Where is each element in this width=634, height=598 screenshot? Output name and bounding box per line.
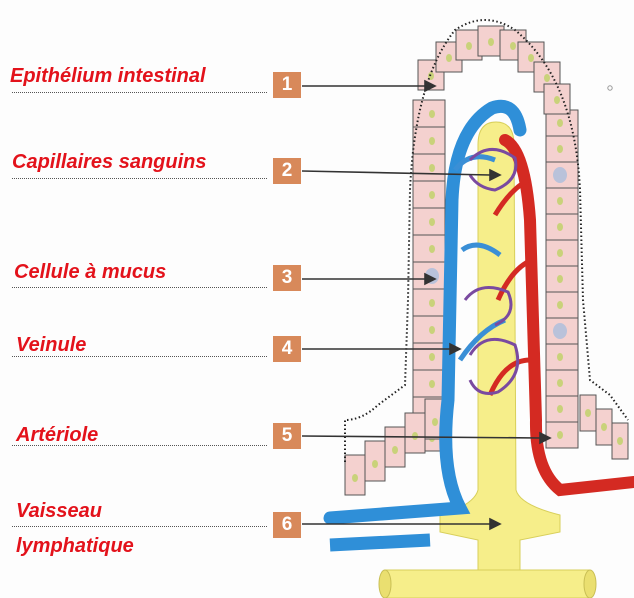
cell-nucleus [510,42,516,50]
cell-nucleus [372,460,378,468]
cell-nucleus [429,353,435,361]
leader-dots-1 [12,92,267,93]
cell-nucleus [617,437,623,445]
epithelial-cell [413,289,445,316]
leader-dots-5 [12,445,267,446]
cell-nucleus [429,245,435,253]
lymphatic-duct-bottom [385,570,590,598]
label-venule: Veinule [16,333,86,357]
mucus-droplet [553,167,567,183]
cell-nucleus [554,96,560,104]
cell-nucleus [432,418,438,426]
epithelial-cell [413,235,445,262]
label-lymphatic-line2: lymphatique [16,534,134,558]
cell-nucleus [412,432,418,440]
badge-5: 5 [273,423,301,449]
epithelial-cell [413,208,445,235]
cell-nucleus [488,38,494,46]
epithelial-cell [413,181,445,208]
cell-nucleus [557,275,563,283]
epithelial-cell [413,316,445,343]
cell-nucleus [557,379,563,387]
epithelial-cell [413,343,445,370]
cell-nucleus [557,405,563,413]
cell-nucleus [557,197,563,205]
epithelial-cell [413,370,445,397]
cell-nucleus [557,249,563,257]
cell-nucleus [429,299,435,307]
cell-nucleus [429,191,435,199]
leader-dots-2 [12,178,267,179]
cell-nucleus [429,137,435,145]
cell-nucleus [585,409,591,417]
cell-nucleus [557,431,563,439]
label-goblet-cell: Cellule à mucus [14,260,166,284]
badge-4: 4 [273,336,301,362]
cell-nucleus [446,54,452,62]
epithelial-cell [413,100,445,127]
badge-1: 1 [273,72,301,98]
cell-nucleus [466,42,472,50]
cell-nucleus [557,223,563,231]
cell-nucleus [429,326,435,334]
cell-nucleus [528,54,534,62]
leader-dots-4 [12,356,267,357]
leader-dots-3 [12,287,267,288]
mucus-droplet [553,323,567,339]
label-lymphatic-line1: Vaisseau [16,499,102,523]
cell-nucleus [429,110,435,118]
cell-nucleus [557,353,563,361]
cell-nucleus [544,74,550,82]
cell-nucleus [429,218,435,226]
epithelial-cell [413,127,445,154]
badge-2: 2 [273,158,301,184]
cell-nucleus [352,474,358,482]
label-arteriole: Artériole [16,423,98,447]
cell-nucleus [429,380,435,388]
label-epithelium: Epithélium intestinal [10,64,206,88]
leader-dots-6 [12,526,267,527]
label-capillaries: Capillaires sanguins [12,150,207,174]
cell-nucleus [557,119,563,127]
cell-nucleus [601,423,607,431]
badge-3: 3 [273,265,301,291]
cell-nucleus [392,446,398,454]
cell-nucleus [557,301,563,309]
cell-nucleus [557,145,563,153]
epithelial-cell [413,154,445,181]
badge-6: 6 [273,512,301,538]
cell-nucleus [429,164,435,172]
